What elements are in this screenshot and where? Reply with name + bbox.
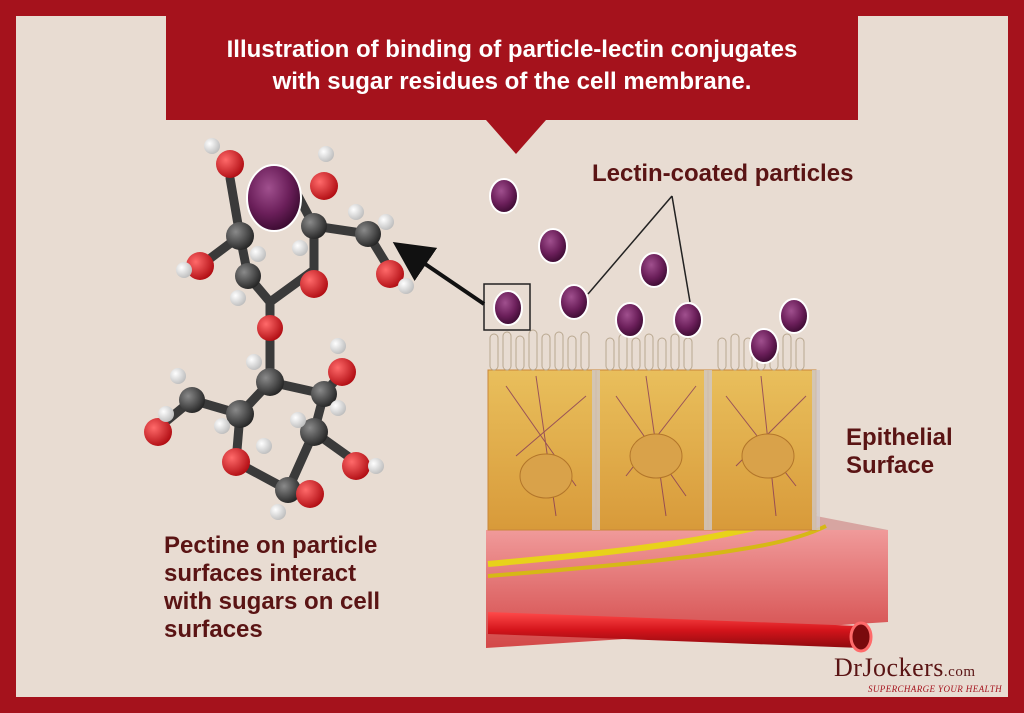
pectine-caption-line4: surfaces: [164, 616, 263, 643]
banner-title-line1: Illustration of binding of particle-lect…: [226, 36, 798, 63]
lectin-particles-label: Lectin-coated particles: [592, 160, 854, 187]
binding-arrow: [392, 242, 486, 306]
particle: [493, 290, 523, 326]
particle: [489, 178, 519, 214]
particle: [749, 328, 779, 364]
lectin-particles: [489, 178, 809, 364]
epithelial-label-line2: Surface: [846, 452, 935, 479]
logo-wordmark: DrJockers.com: [834, 653, 1004, 684]
particle: [779, 298, 809, 334]
epithelial-surface-label: Epithelial Surface: [846, 424, 986, 480]
logo-jockers: Jockers: [862, 653, 944, 682]
illustration-panel: Illustration of binding of particle-lect…: [16, 16, 1008, 697]
banner-title: Illustration of binding of particle-lect…: [166, 34, 858, 98]
bound-particle: [246, 164, 302, 232]
logo-tagline: SUPERCHARGE YOUR HEALTH: [868, 684, 1003, 694]
logo-com: .com: [943, 664, 976, 680]
lectin-callout-lines: [587, 195, 691, 303]
logo-dr: Dr: [834, 653, 863, 682]
pectine-caption-line2: surfaces interact: [164, 560, 357, 587]
epithelial-label-line1: Epithelial: [846, 424, 953, 451]
particle: [615, 302, 645, 338]
title-banner: [166, 16, 858, 154]
highlight-box: [483, 283, 531, 331]
banner-title-line2: with sugar residues of the cell membrane…: [272, 68, 752, 95]
drjockers-logo[interactable]: DrJockers.com SUPERCHARGE YOUR HEALTH: [834, 653, 1004, 695]
particle: [639, 252, 669, 288]
epithelial-tissue: [486, 329, 888, 653]
pectine-caption-line3: with sugars on cell: [164, 588, 381, 615]
particle: [559, 284, 589, 320]
illustration-canvas: [144, 16, 888, 653]
sugar-molecule: [144, 138, 414, 520]
pectine-caption: Pectine on particle surfaces interact wi…: [164, 532, 464, 644]
particle: [538, 228, 568, 264]
particle: [673, 302, 703, 338]
pectine-caption-line1: Pectine on particle: [164, 532, 378, 559]
